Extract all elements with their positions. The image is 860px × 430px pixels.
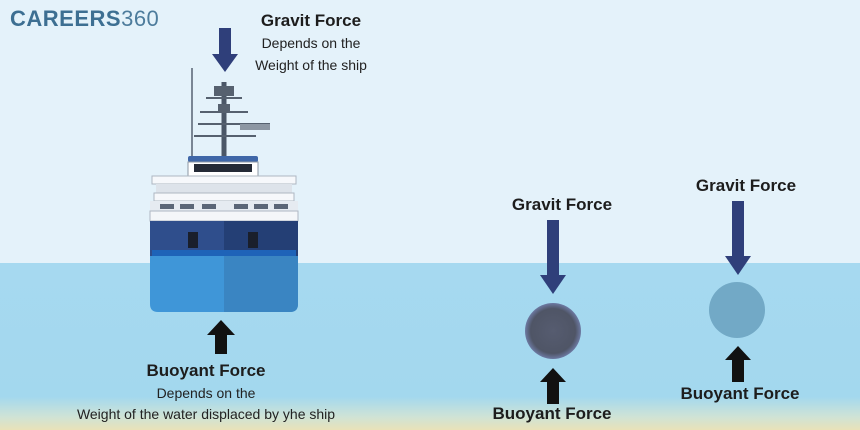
floating-buoyant-label: Buoyant Force xyxy=(680,384,800,403)
dense-object-ball xyxy=(525,303,581,359)
ship-gravity-title: Gravit Force xyxy=(260,11,362,30)
ship-illustration xyxy=(149,68,299,312)
dense-buoyant-label: Buoyant Force xyxy=(492,404,612,423)
floating-object-ball xyxy=(709,282,765,338)
ship-buoyant-title: Buoyant Force xyxy=(146,361,266,380)
careers360-logo: CAREERS360 xyxy=(10,6,159,32)
ship-gravity-line1: Depends on the xyxy=(261,35,361,51)
logo-brand-text: CAREERS xyxy=(10,6,122,31)
ship-buoyant-line2: Weight of the water displaced by yhe shi… xyxy=(76,406,336,422)
ship-gravity-arrow xyxy=(212,28,238,72)
dense-gravity-label: Gravit Force xyxy=(511,195,613,214)
ship-gravity-line2: Weight of the ship xyxy=(255,57,367,73)
ship-bridge-roof xyxy=(188,156,258,162)
ship-buoyant-arrow xyxy=(207,320,235,354)
floating-gravity-arrow xyxy=(725,201,751,275)
floating-buoyant-arrow xyxy=(725,346,751,382)
ship-buoyant-line1: Depends on the xyxy=(156,385,256,401)
logo-number-text: 360 xyxy=(121,6,160,31)
dense-gravity-arrow xyxy=(540,220,566,294)
floating-gravity-label: Gravit Force xyxy=(695,176,797,195)
dense-buoyant-arrow xyxy=(540,368,566,404)
